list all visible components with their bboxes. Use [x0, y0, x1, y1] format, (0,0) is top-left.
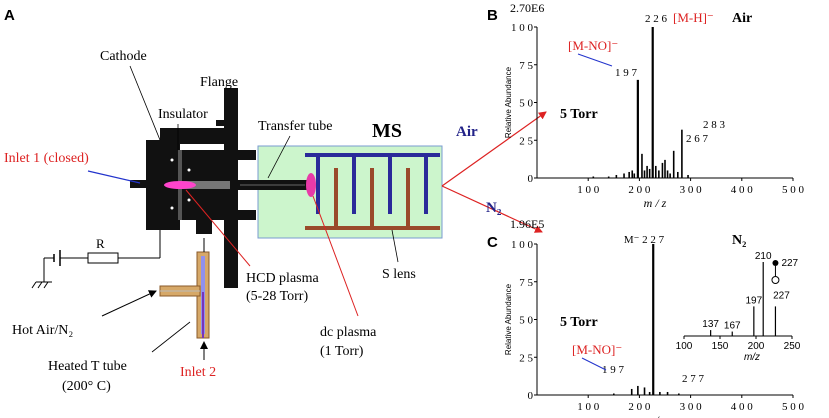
spectrum-air: 0 2 5 5 0 7 5 1 0 0 1 0 0 2 0 0 3 0 0 4 0 0 5 0 0…	[504, 1, 805, 210]
precursor-open-marker-icon	[771, 276, 780, 284]
ms-label: MS	[372, 120, 402, 142]
heated-t-tube	[159, 251, 210, 339]
chart-title: N₂	[732, 233, 746, 248]
peak-label: 2 7 7	[682, 373, 705, 385]
air-arrow-label: Air	[456, 124, 478, 140]
y-tick-label: 2 5	[519, 135, 533, 147]
y-tick-label: 2 5	[519, 352, 533, 364]
ion-label-m-h: [M-H]⁻	[673, 10, 714, 25]
hot-air-label: Hot Air/N₂	[12, 323, 73, 338]
y-axis-label: Relative Abundance	[504, 283, 513, 355]
peak-label: M⁻ 2 2 7	[624, 234, 665, 246]
inset-x-label: m/z	[744, 352, 760, 363]
dc-plasma-label: dc plasma	[320, 325, 377, 340]
x-axis-label: m / z	[644, 413, 667, 418]
panel-label-a: A	[4, 7, 15, 24]
x-tick-label: 2 0 0	[628, 184, 651, 196]
s-lens	[305, 153, 440, 230]
x-tick-label: 4 0 0	[731, 184, 754, 196]
x-tick-label: 3 0 0	[680, 401, 703, 413]
ion-leader	[581, 357, 607, 371]
inset-x-tick-label: 150	[712, 341, 729, 352]
peak-label: 2 8 3	[703, 119, 726, 131]
inset-x-tick-label: 250	[784, 341, 801, 352]
ion-label-m-no: [M-NO]⁻	[572, 342, 622, 357]
inset-peak-label: 167	[724, 321, 741, 332]
y-tick-label: 5 0	[519, 98, 533, 110]
inlet1-label: Inlet 1 (closed)	[4, 151, 89, 166]
scale-label: 1.96E5	[510, 217, 544, 231]
inset-peak-label: 137	[702, 319, 719, 330]
chart-title: Air	[732, 11, 752, 26]
cathode-label: Cathode	[100, 49, 147, 64]
peak-label: 2 2 6	[645, 13, 668, 25]
peak-label: 1 9 7	[602, 364, 625, 376]
n2-arrow	[441, 185, 543, 233]
flange-label: Flange	[200, 75, 238, 90]
inset-x-tick-label: 200	[748, 341, 765, 352]
x-tick-label: 2 0 0	[628, 401, 651, 413]
inset-peak-label: 227	[773, 290, 790, 301]
y-tick-label: 0	[528, 173, 534, 185]
y-tick-label: 5 0	[519, 315, 533, 327]
x-tick-label: 5 0 0	[782, 401, 805, 413]
heated-t-label: Heated T tube	[48, 359, 127, 374]
x-tick-label: 1 0 0	[577, 184, 600, 196]
insulator-label: Insulator	[158, 107, 208, 122]
inset-marker-label: 227	[781, 258, 798, 269]
transfer-tube-label: Transfer tube	[258, 119, 333, 134]
resistor-label: R	[96, 236, 105, 251]
y-axis-label: Relative Abundance	[504, 66, 513, 138]
x-tick-label: 3 0 0	[680, 184, 703, 196]
ms-region	[257, 145, 443, 239]
ground-icon	[31, 281, 52, 289]
resistor-icon	[87, 252, 119, 264]
panel-label-b: B	[487, 7, 498, 24]
panel-label-c: C	[487, 234, 498, 251]
inset-peak-label: 197	[745, 295, 762, 306]
y-tick-label: 0	[528, 390, 534, 402]
dc-plasma-pressure: (1 Torr)	[320, 344, 364, 359]
ion-leader	[577, 53, 613, 67]
y-tick-label: 1 0 0	[511, 22, 534, 34]
flange	[224, 88, 238, 288]
peak-label: 1 9 7	[615, 67, 638, 79]
s-lens-label: S lens	[382, 267, 416, 282]
pressure-label: 5 Torr	[560, 107, 598, 122]
hcd-plasma-label: HCD plasma	[246, 271, 320, 286]
x-tick-label: 5 0 0	[782, 184, 805, 196]
inset-x-tick-label: 100	[676, 341, 693, 352]
x-tick-label: 1 0 0	[577, 401, 600, 413]
dc-plasma-glow	[306, 173, 316, 197]
inset-peak-label: 210	[755, 251, 772, 262]
hcd-plasma-glow	[164, 181, 196, 189]
inlet2-label: Inlet 2	[180, 365, 216, 380]
heated-t-temp: (200° C)	[62, 379, 111, 394]
spectrum-n2: 0 2 5 5 0 7 5 1 0 0 1 0 0 2 0 0 3 0 0 4 0 0 5 0 0…	[504, 217, 805, 418]
circuit	[31, 230, 161, 289]
precursor-marker-icon	[772, 260, 779, 266]
y-tick-label: 1 0 0	[511, 239, 534, 251]
ion-label-m-no: [M-NO]⁻	[568, 38, 618, 53]
n2-arrow-label: N₂	[486, 200, 502, 216]
y-tick-label: 7 5	[519, 60, 533, 72]
peak-label: 2 6 7	[686, 133, 709, 145]
scale-label: 2.70E6	[510, 1, 544, 15]
hcd-plasma-pressure: (5-28 Torr)	[246, 289, 308, 304]
pressure-label: 5 Torr	[560, 315, 598, 330]
air-arrow	[441, 111, 547, 187]
x-tick-label: 4 0 0	[731, 401, 754, 413]
x-axis-label: m / z	[644, 196, 667, 210]
y-tick-label: 7 5	[519, 277, 533, 289]
